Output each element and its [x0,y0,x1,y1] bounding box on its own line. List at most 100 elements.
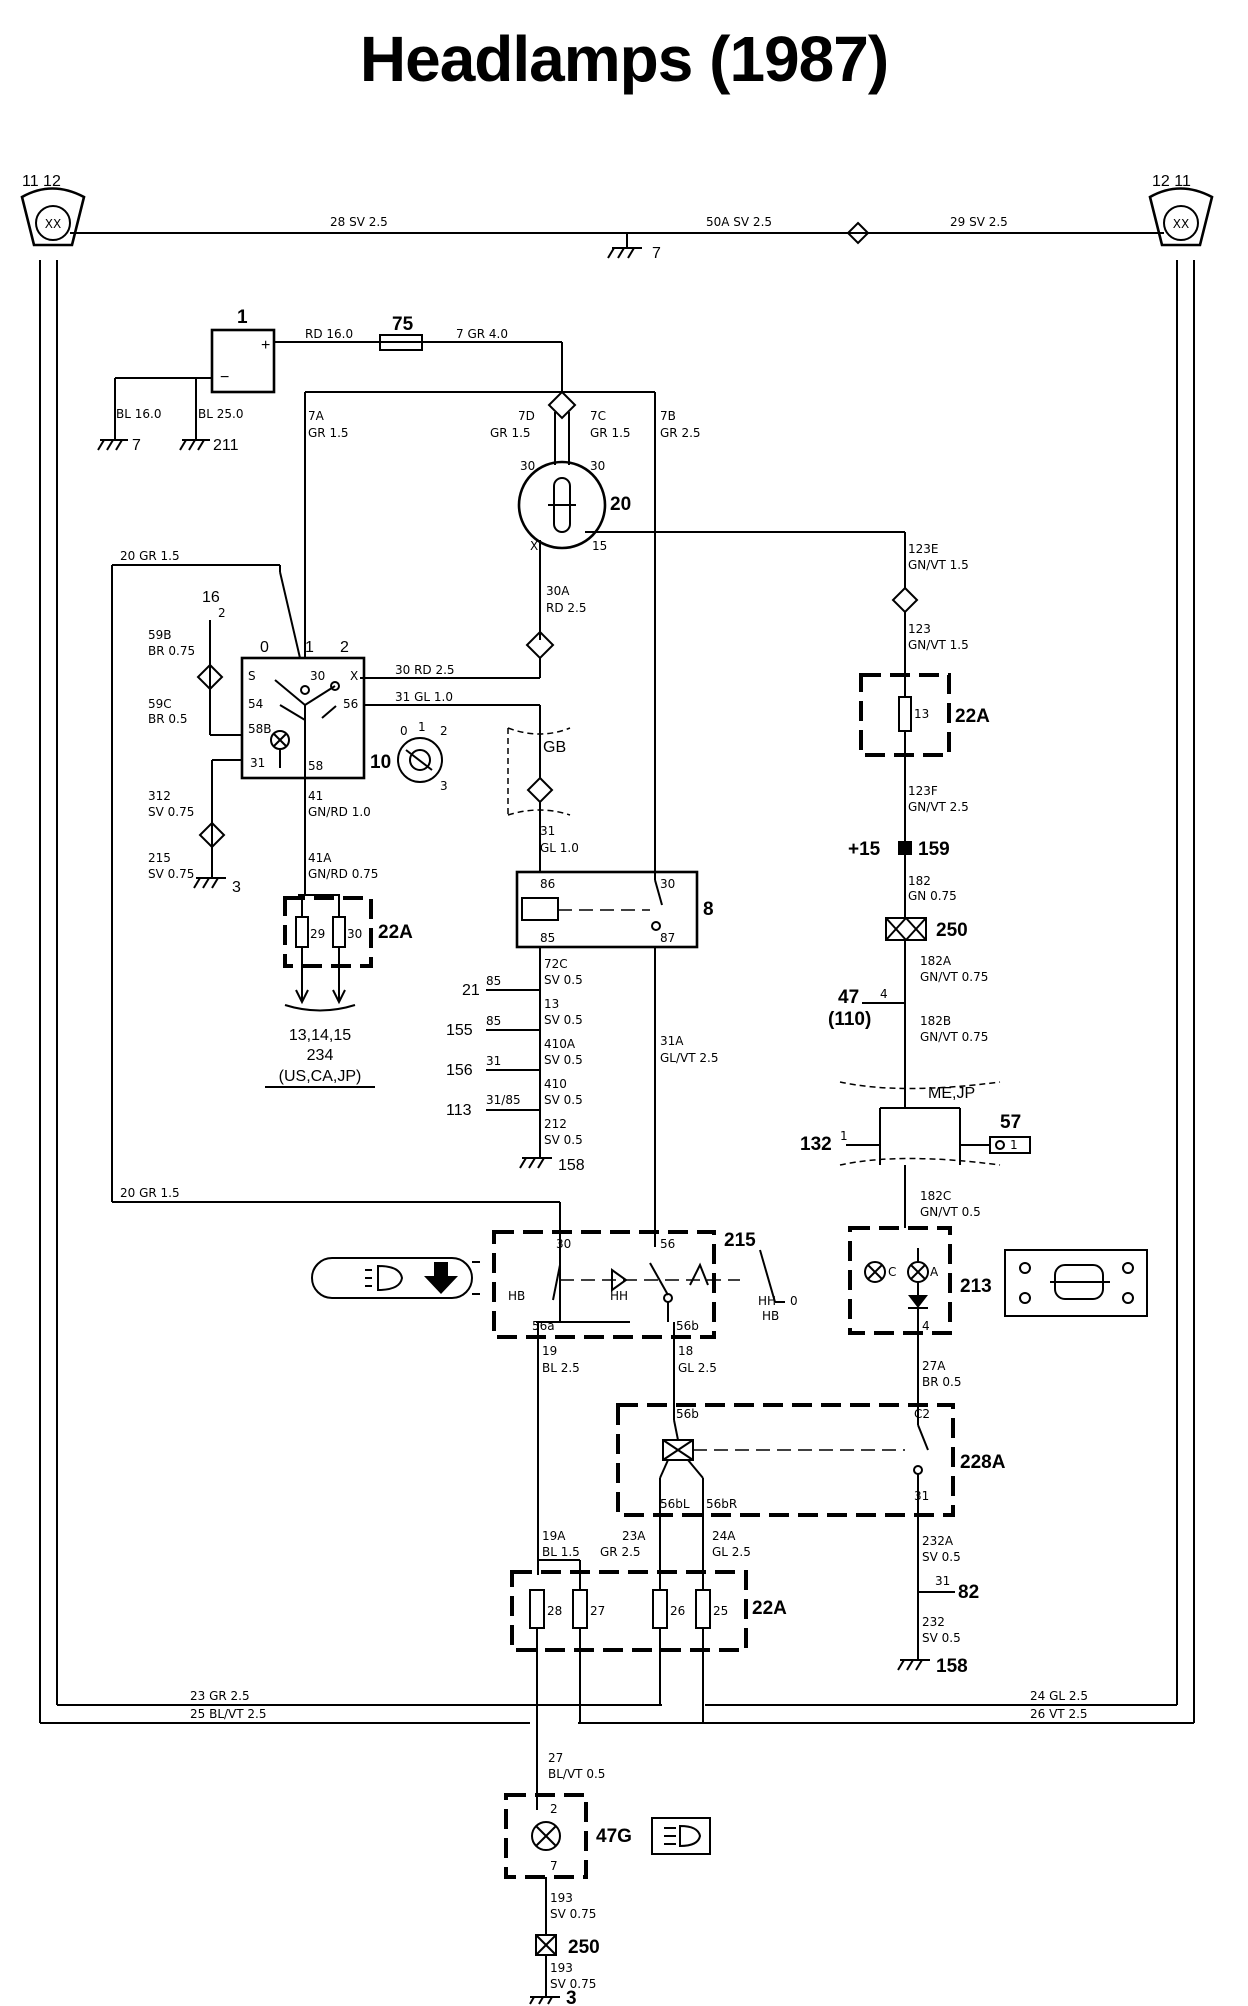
right-headlamp-pins: 12 11 [1152,173,1191,190]
wire-26-label: 26 VT 2.5 [1030,1707,1088,1721]
svg-text:BL 1.5: BL 1.5 [542,1545,580,1559]
svg-text:ME,JP: ME,JP [928,1085,975,1102]
svg-text:GN 0.75: GN 0.75 [908,889,957,903]
svg-text:SV 0.5: SV 0.5 [922,1631,961,1645]
svg-text:20: 20 [610,494,631,515]
high-beam-icon [651,1817,711,1855]
connector-159 [898,841,912,855]
svg-text:250: 250 [936,920,968,941]
svg-text:C2: C2 [914,1407,930,1421]
wire-28-label: 28 SV 2.5 [330,215,388,229]
svg-text:BR 0.5: BR 0.5 [922,1375,961,1389]
svg-text:15: 15 [592,539,607,553]
svg-text:193: 193 [550,1891,573,1905]
svg-text:1: 1 [305,639,314,656]
svg-text:0: 0 [400,724,408,738]
svg-text:193: 193 [550,1961,573,1975]
wire-20: 20 GR 1.5 20 GR 1.5 [111,549,561,1255]
svg-text:18: 18 [678,1344,693,1358]
svg-text:+: + [261,337,270,354]
svg-text:19: 19 [542,1344,557,1358]
connector-gb: GB 31 GL 1.0 [507,720,579,872]
svg-text:HB: HB [508,1289,525,1303]
svg-text:2: 2 [340,639,349,656]
svg-text:GN/RD 0.75: GN/RD 0.75 [308,867,378,881]
relay-8: 86 30 85 87 8 31A GL/VT 2.5 [515,870,718,1247]
svg-text:A: A [930,1265,939,1279]
svg-text:7A: 7A [308,409,325,423]
svg-text:BL 2.5: BL 2.5 [542,1361,580,1375]
svg-text:57: 57 [1000,1112,1021,1133]
svg-text:BL 25.0: BL 25.0 [198,407,243,421]
svg-text:182B: 182B [920,1014,951,1028]
left-headlamp: XX 11 12 [20,173,86,247]
svg-text:RD 16.0: RD 16.0 [305,327,353,341]
right-headlamp-symbol: XX [1173,217,1189,231]
svg-text:21: 21 [462,982,480,999]
svg-text:GR 2.5: GR 2.5 [600,1545,641,1559]
svg-text:−: − [220,369,229,386]
svg-text:30 RD 2.5: 30 RD 2.5 [395,663,455,677]
svg-text:123E: 123E [908,542,939,556]
svg-text:3: 3 [566,1988,577,2006]
svg-text:13: 13 [544,997,559,1011]
svg-text:20 GR 1.5: 20 GR 1.5 [120,1186,180,1200]
svg-text:GR 2.5: GR 2.5 [660,426,701,440]
svg-text:31A: 31A [660,1034,684,1048]
svg-text:0: 0 [790,1294,798,1308]
svg-text:213: 213 [960,1276,992,1297]
svg-text:215: 215 [724,1230,756,1251]
dipswitch-outputs: 19 BL 2.5 18 GL 2.5 [537,1322,717,1575]
svg-text:250: 250 [568,1937,600,1958]
svg-text:22A: 22A [752,1598,787,1619]
svg-text:SV 0.75: SV 0.75 [148,867,194,881]
ground-82-158: 232A SV 0.5 31 82 232 SV 0.5 158 [897,1534,979,1677]
svg-text:BL/VT 0.5: BL/VT 0.5 [548,1767,605,1781]
fuse-block-22a-left: 29 30 22A 13,14,15 234 (US,CA,JP) [265,895,413,1088]
svg-text:232: 232 [922,1615,945,1629]
diagram-title: Headlamps (1987) [359,23,889,95]
svg-text:+15: +15 [848,839,881,860]
svg-text:232A: 232A [922,1534,954,1548]
svg-text:56b: 56b [676,1319,699,1333]
ignition-switch-20: 20 30 30 X 15 30A RD 2.5 30 RD 2.5 [360,459,906,679]
svg-text:19A: 19A [542,1529,566,1543]
svg-text:10: 10 [370,752,391,773]
wire-24-label: 24 GL 2.5 [1030,1689,1088,1703]
svg-text:410: 410 [544,1077,567,1091]
svg-text:16: 16 [202,589,220,606]
svg-text:410A: 410A [544,1037,576,1051]
svg-text:GL/VT 2.5: GL/VT 2.5 [660,1051,718,1065]
svg-text:1: 1 [1010,1138,1018,1152]
svg-text:87: 87 [660,931,675,945]
left-headlamp-pins: 11 12 [22,173,61,190]
svg-text:20 GR 1.5: 20 GR 1.5 [120,549,180,563]
fuse-block-22a-bottom: 19A BL 1.5 23A GR 2.5 24A GL 2.5 28 27 2… [510,1529,787,1810]
svg-text:56bL: 56bL [660,1497,690,1511]
svg-text:31: 31 [540,824,555,838]
svg-text:25: 25 [713,1604,728,1618]
svg-text:59C: 59C [148,697,172,711]
svg-text:30: 30 [556,1237,571,1251]
top-ground-wire: 7 28 SV 2.5 50A SV 2.5 29 SV 2.5 [70,215,1164,262]
svg-text:212: 212 [544,1117,567,1131]
svg-text:82: 82 [958,1582,979,1603]
svg-text:RD 2.5: RD 2.5 [546,601,586,615]
svg-text:30: 30 [660,877,675,891]
svg-text:56bR: 56bR [706,1497,737,1511]
svg-text:27: 27 [590,1604,605,1618]
svg-text:2: 2 [440,724,448,738]
svg-text:(110): (110) [828,1009,871,1030]
svg-text:123: 123 [908,622,931,636]
battery-1: + − 1 BL 16.0 BL 25.0 7 211 [97,307,276,454]
svg-text:24A: 24A [712,1529,736,1543]
svg-text:22A: 22A [955,706,990,727]
svg-text:158: 158 [936,1656,968,1677]
svg-text:27A: 27A [922,1359,946,1373]
svg-text:2: 2 [550,1802,558,1816]
svg-text:3: 3 [440,779,448,793]
wire-41: 41 GN/RD 1.0 41A GN/RD 0.75 [298,778,378,896]
svg-text:7: 7 [550,1859,558,1873]
svg-text:85: 85 [540,931,555,945]
